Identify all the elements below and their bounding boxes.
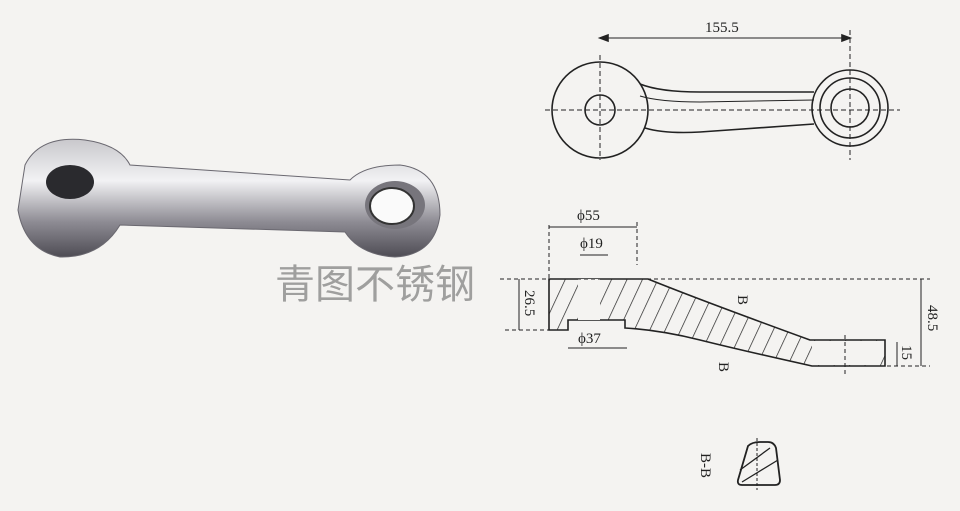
section-mark-bottom: B bbox=[715, 362, 731, 372]
photo-right-hole bbox=[369, 187, 415, 225]
section-b-b bbox=[736, 438, 781, 490]
section-label: B-B bbox=[697, 453, 713, 478]
hole-diameter-dimension: ϕ19 bbox=[580, 236, 603, 252]
total-height-dimension: 48.5 bbox=[924, 305, 940, 331]
product-photo bbox=[17, 138, 441, 258]
outer-diameter-dimension: ϕ55 bbox=[577, 208, 600, 224]
right-height-dimension: 15 bbox=[898, 345, 914, 360]
section-mark-top: B bbox=[734, 295, 750, 305]
length-dimension: 155.5 bbox=[705, 20, 739, 36]
watermark: 青图不锈钢 bbox=[275, 262, 475, 308]
counterbore-diameter-dimension: ϕ37 bbox=[578, 331, 601, 347]
top-view bbox=[545, 30, 900, 160]
left-height-dimension: 26.5 bbox=[521, 290, 537, 316]
photo-left-hole bbox=[46, 165, 94, 199]
side-view bbox=[500, 222, 930, 375]
